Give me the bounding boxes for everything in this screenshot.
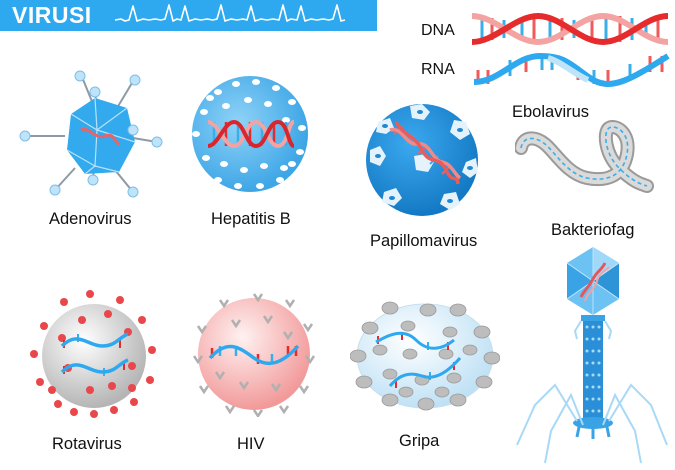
page-title: VIRUSI xyxy=(12,2,92,28)
ecg-line-icon xyxy=(115,4,346,22)
ebolavirus-icon xyxy=(515,120,654,193)
rotavirus-icon xyxy=(30,290,156,418)
bakteriofag-label: Bakteriofag xyxy=(551,221,635,239)
rotavirus-label: Rotavirus xyxy=(52,435,122,453)
legend-dna-label: DNA xyxy=(421,22,455,39)
hepatitis-b-label: Hepatitis B xyxy=(211,210,291,228)
papillomavirus-label: Papillomavirus xyxy=(370,232,478,250)
hiv-icon xyxy=(192,293,316,417)
adenovirus-icon xyxy=(19,70,163,198)
influenza-icon xyxy=(350,301,500,411)
bacteriophage-icon xyxy=(516,247,668,464)
dna-double-helix-icon xyxy=(471,12,669,46)
papillomavirus-icon xyxy=(366,104,478,216)
rna-single-strand-icon xyxy=(473,52,670,87)
hiv-label: HIV xyxy=(237,435,265,453)
adenovirus-label: Adenovirus xyxy=(49,210,132,228)
legend-rna-label: RNA xyxy=(421,61,455,78)
ebolavirus-label: Ebolavirus xyxy=(512,103,590,121)
gripa-label: Gripa xyxy=(399,432,440,450)
hepatitis-b-icon xyxy=(192,76,308,192)
title-banner: VIRUSI xyxy=(0,0,377,31)
